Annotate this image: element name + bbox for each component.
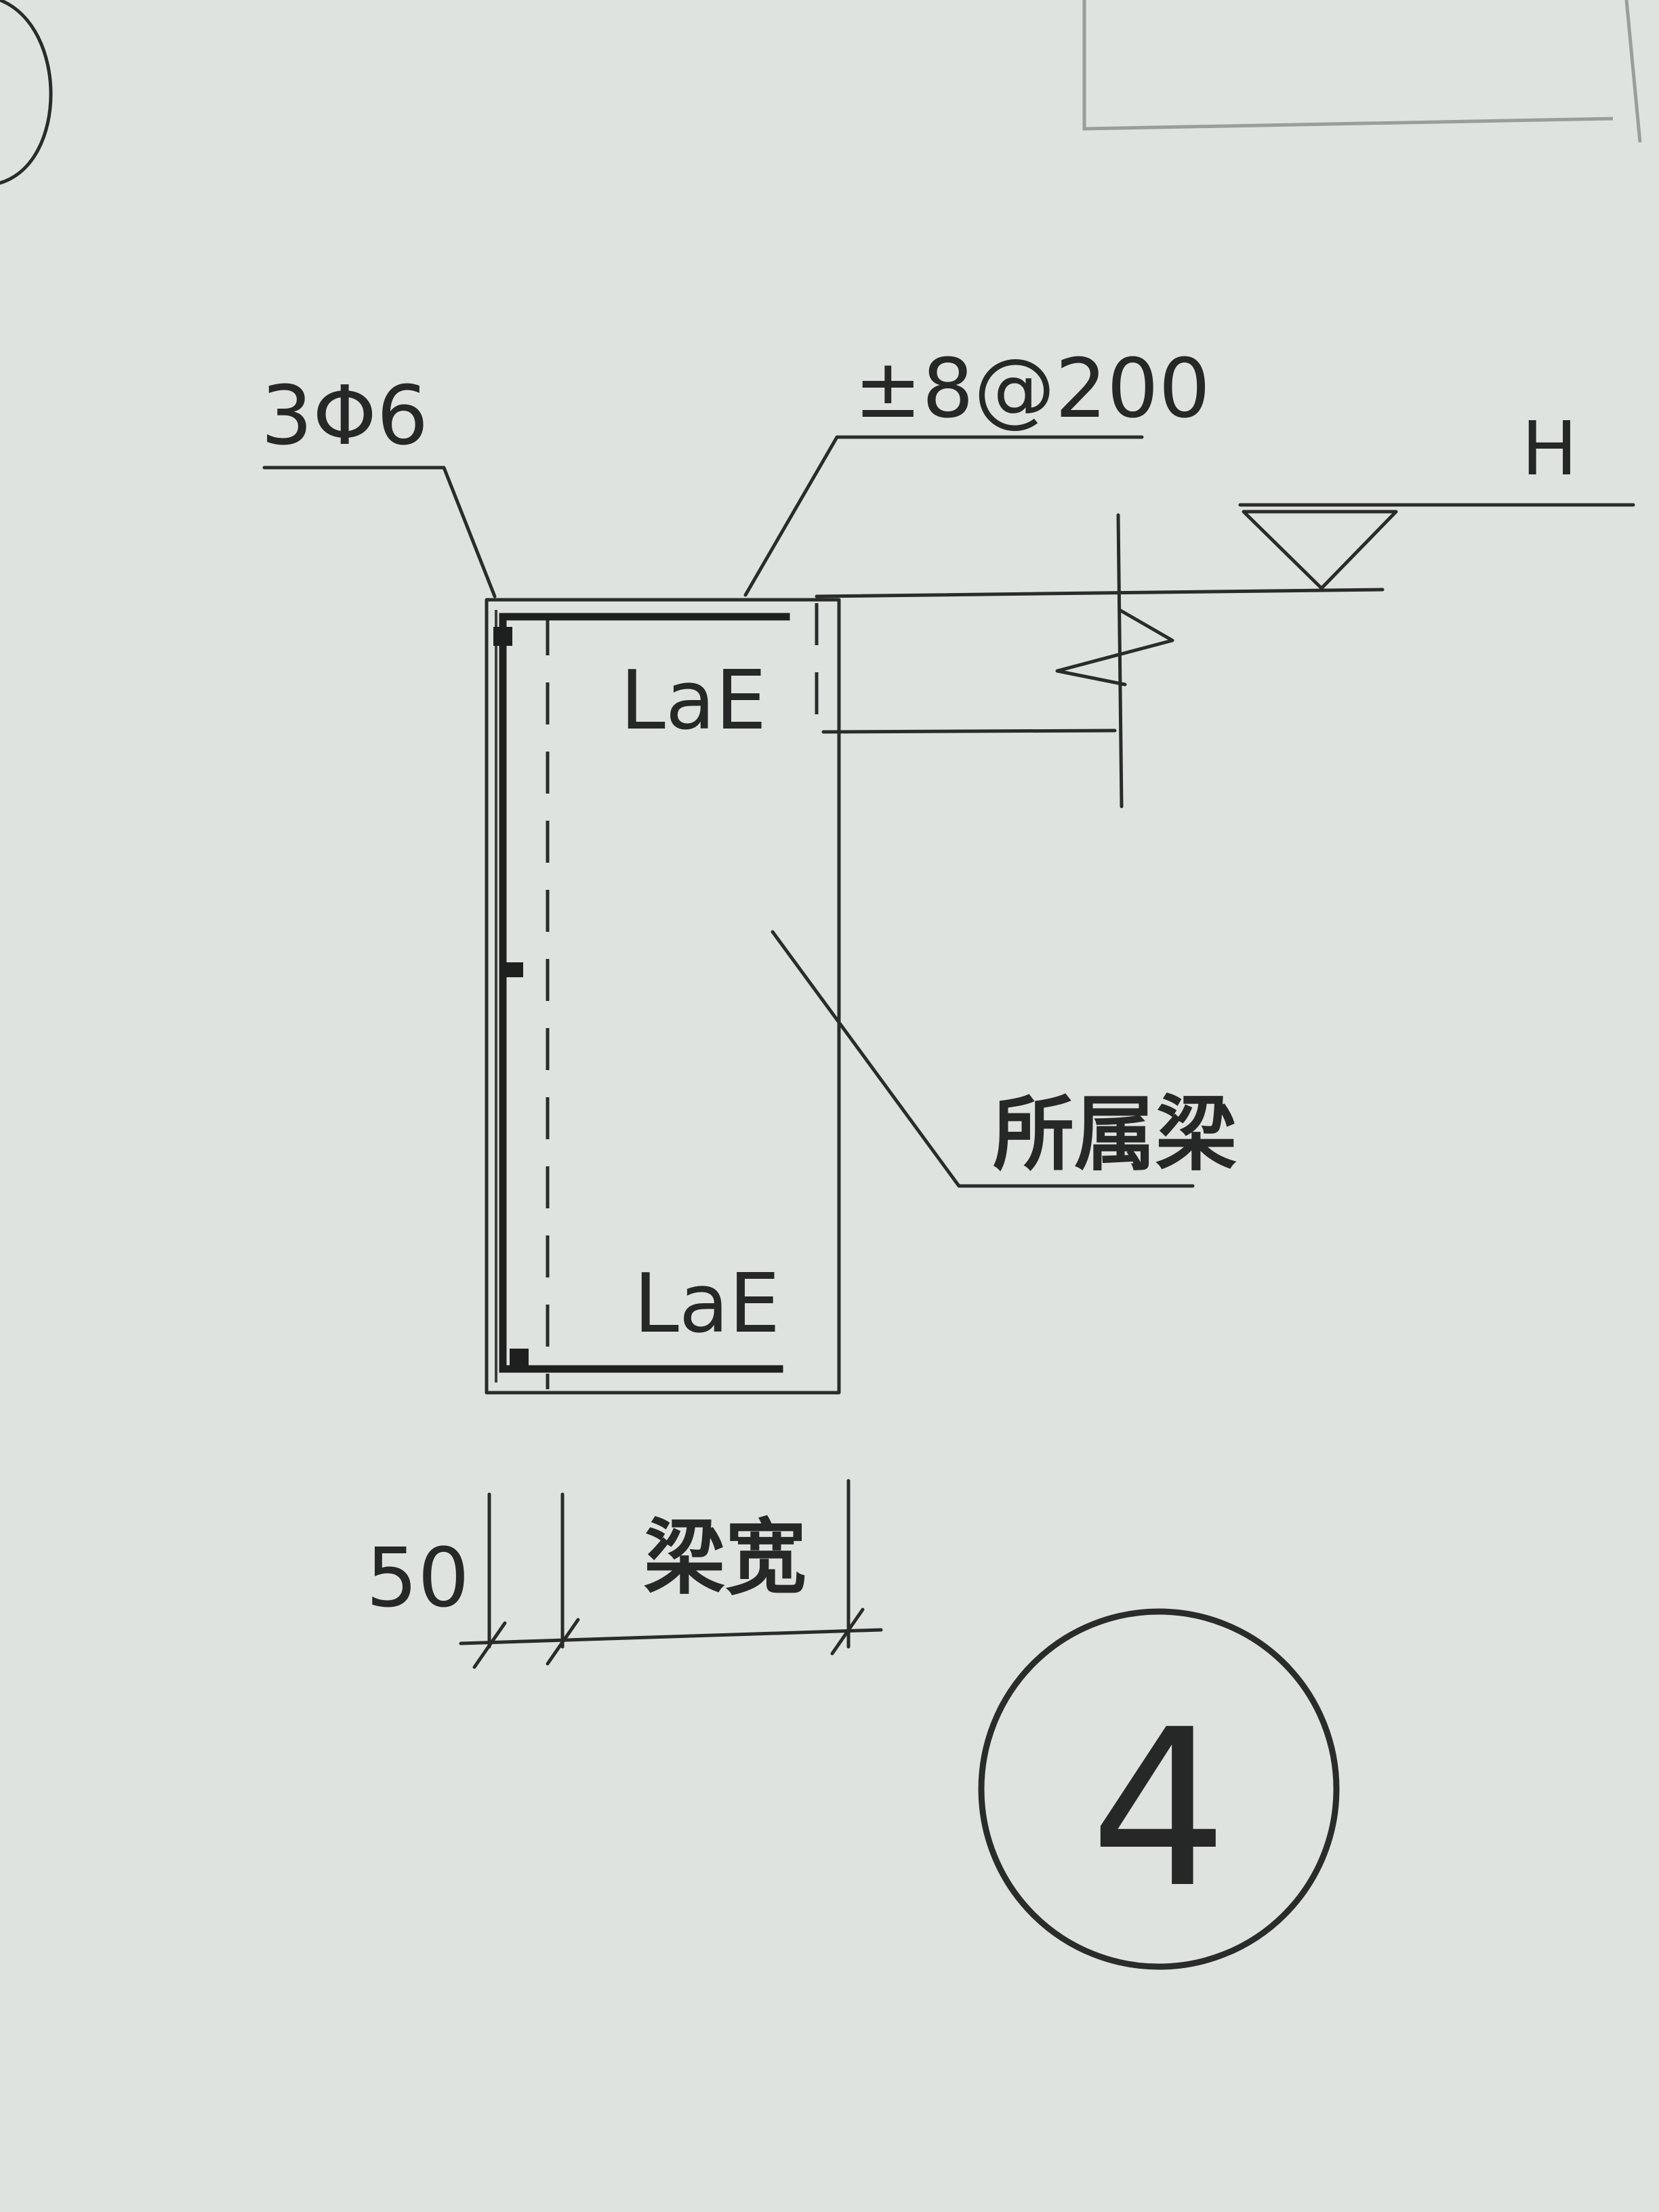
slab-top-line (815, 588, 1385, 598)
adjacent-detail-box-partial (1082, 0, 1642, 143)
elevation-mark-triangle (1242, 510, 1398, 590)
dim-tick-right (830, 1607, 865, 1656)
longitudinal-rebar-u-bar (499, 613, 790, 1373)
dim-beam-width-label: 梁宽 (644, 1511, 806, 1605)
detail-number-circle (978, 1608, 1340, 1970)
longitudinal-bars-label: 3Φ6 (261, 369, 428, 464)
dim-line (459, 1628, 883, 1645)
adjacent-detail-circle-partial (0, 0, 53, 185)
dim-tick-left (472, 1621, 507, 1669)
parent-beam-leader (771, 930, 1195, 1188)
anchorage-label-bottom: LaE (634, 1257, 780, 1351)
beam-section-outline (485, 598, 841, 1395)
slab-break-zigzag (1055, 608, 1174, 687)
corner-bar-bottom (510, 1349, 529, 1368)
corner-bar-top (493, 627, 512, 646)
dim-tick-mid (546, 1618, 580, 1666)
longitudinal-bars-leader (262, 466, 497, 598)
dim-offset-label: 50 (366, 1532, 470, 1626)
middle-bar (503, 962, 523, 977)
stirrup-leader (743, 435, 1144, 597)
anchorage-label-top: LaE (620, 654, 766, 748)
slab-bottom-line (821, 729, 1117, 734)
stirrup-label: ±8@200 (854, 342, 1210, 436)
parent-beam-label: 所属梁 (993, 1088, 1237, 1182)
detail-number-label: 4 (1090, 1683, 1228, 1936)
slab-break-line (1116, 513, 1124, 808)
elevation-mark-label: H (1521, 405, 1578, 492)
